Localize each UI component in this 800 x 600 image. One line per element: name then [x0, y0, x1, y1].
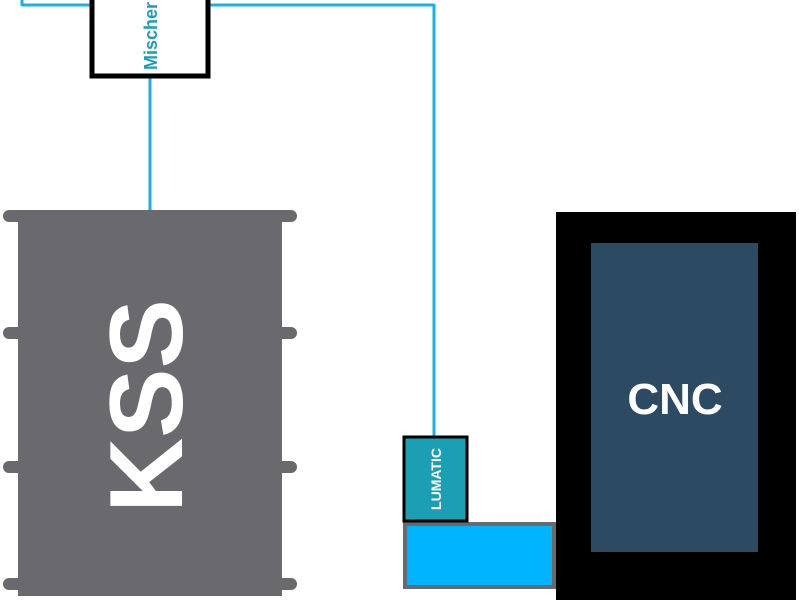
tank-label: KSS — [89, 299, 205, 513]
mixer-label: Mischer — [141, 2, 161, 70]
pipes — [20, 0, 436, 437]
dispenser-body — [402, 435, 469, 523]
dispenser: LUMATIC — [402, 435, 469, 523]
mixer-box: Mischer — [89, 0, 211, 79]
barrel-body — [18, 212, 282, 596]
mixer-frame — [89, 0, 211, 79]
cnc-machine: CNC — [556, 212, 796, 600]
tray — [403, 522, 556, 589]
dispenser-label: LUMATIC — [428, 448, 444, 510]
tray-body — [403, 522, 556, 589]
machine-screen — [591, 243, 758, 552]
tank-barrel: KSS — [3, 210, 297, 596]
machine-label: CNC — [627, 375, 722, 424]
